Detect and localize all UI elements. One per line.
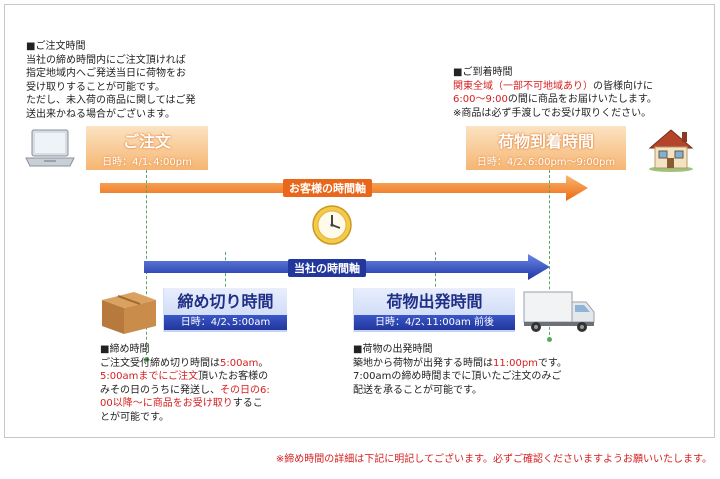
dispatch-box-time: 日時：4/2､11:00am 前後 <box>354 315 515 330</box>
order-note-line: 指定地域内へご発送当日に荷物をお <box>26 68 186 79</box>
order-note-line: ■ご注文時間 <box>26 41 86 52</box>
cutoff-box: 締め切り時間 日時：4/2､5:00am <box>163 288 287 332</box>
order-note-line: ただし、未入荷の商品に関してはご発 <box>26 95 196 106</box>
arrival-box-title: 荷物到着時間 <box>497 132 594 151</box>
cutoff-text: ご注文受付締め切り時間は <box>100 357 220 369</box>
laptop-icon <box>25 129 75 167</box>
cutoff-condition-suffix: 頂いたお客様の <box>198 371 269 382</box>
order-box-title: ご注文 <box>122 132 171 151</box>
dispatch-box: 荷物出発時間 日時：4/2､11:00am 前後 <box>353 288 515 332</box>
arrival-note-line-1: 関東全域（一部不可地域あり）の皆様向けに <box>453 80 657 94</box>
arrival-region-text: 関東全域（一部不可地域あり） <box>453 80 593 92</box>
dispatch-note-line-3: 配送を承ることが可能です。 <box>353 384 482 396</box>
arrival-window-suffix: の間に商品をお届けいたします。 <box>507 94 657 105</box>
arrival-window-text: 6:00〜9:00 <box>453 94 508 105</box>
cutoff-time-text: 5:00am <box>220 357 259 369</box>
cutoff-box-title: 締め切り時間 <box>177 292 274 311</box>
arrival-note-line-3: ※商品は必ず手渡しでお受け取りください。 <box>453 107 652 119</box>
dispatch-note-heading: ■荷物の出発時間 <box>353 344 433 355</box>
cutoff-pickup-text-cont: 00以降〜に商品をお受け取り <box>100 398 233 409</box>
arrival-note-line-2: 6:00〜9:00の間に商品をお届けいたします。 <box>453 93 657 107</box>
cutoff-text-end: 。 <box>258 357 269 369</box>
order-note-line: 送出来かねる場合がございます。 <box>26 108 175 120</box>
arrival-region-suffix: の皆様向けに <box>593 80 653 92</box>
cutoff-pickup-suffix: するこ <box>232 398 263 409</box>
cutoff-note-line-3: みその日のうちに発送し、その日の6: <box>100 384 270 398</box>
house-icon <box>648 129 694 172</box>
order-note-line: 当社の締め時間内にご注文頂ければ <box>26 54 186 66</box>
order-note-line: 受け取りすることが可能です。 <box>26 81 165 93</box>
cutoff-note-heading: ■締め時間 <box>100 344 150 355</box>
cutoff-note-line-1: ご注文受付締め切り時間は5:00am。 <box>100 357 270 371</box>
guide-dot <box>547 337 552 342</box>
guide-line-arrival <box>549 170 550 340</box>
cutoff-pickup-text: その日の6: <box>220 384 270 396</box>
footnote: ※締め時間の詳細は下記に明記してございます。必ずご確認くださいますようお願いいた… <box>275 454 712 465</box>
arrival-note-heading: ■ご到着時間 <box>453 67 513 78</box>
arrival-box: 荷物到着時間 日時：4/2､6:00pm〜9:00pm <box>466 126 626 170</box>
order-box: ご注文 日時：4/1､4:00pm <box>86 126 208 170</box>
order-note: ■ご注文時間 当社の締め時間内にご注文頂ければ 指定地域内へご発送当日に荷物をお… <box>26 40 196 121</box>
dispatch-text-end: です。 <box>537 357 567 369</box>
cutoff-box-time: 日時：4/2､5:00am <box>164 315 287 330</box>
order-box-time: 日時：4/1､4:00pm <box>102 157 192 168</box>
dispatch-note-line-1: 築地から荷物が出発する時間は11:00pmです。 <box>353 357 567 371</box>
cutoff-condition-text: 5:00amまでにご注文 <box>100 371 199 382</box>
truck-icon <box>523 291 595 332</box>
cutoff-note: ■締め時間 ご注文受付締め切り時間は5:00am。 5:00amまでにご注文頂い… <box>100 343 270 424</box>
dispatch-note: ■荷物の出発時間 築地から荷物が出発する時間は11:00pmです。 7:00am… <box>353 343 567 397</box>
dispatch-note-line-2: 7:00amの締め時間までに頂いたご注文のみご <box>353 371 562 382</box>
cutoff-ship-text: みその日のうちに発送し、 <box>100 384 220 396</box>
guide-dot <box>144 357 149 362</box>
dispatch-text: 築地から荷物が出発する時間は <box>353 357 493 369</box>
cardboard-box-icon <box>102 292 156 334</box>
customer-axis-label: お客様の時間軸 <box>283 179 372 197</box>
arrival-note: ■ご到着時間 関東全域（一部不可地域あり）の皆様向けに 6:00〜9:00の間に… <box>453 66 657 120</box>
diagram-frame <box>4 4 715 438</box>
cutoff-note-line-2: 5:00amまでにご注文頂いたお客様の <box>100 370 270 384</box>
cutoff-note-line-4: 00以降〜に商品をお受け取りするこ <box>100 397 270 411</box>
company-axis-label: 当社の時間軸 <box>288 259 366 277</box>
arrival-box-time: 日時：4/2､6:00pm〜9:00pm <box>476 157 616 168</box>
cutoff-note-line-5: とが可能です。 <box>100 411 169 423</box>
dispatch-time-text: 11:00pm <box>493 357 538 369</box>
clock-icon <box>312 205 352 245</box>
dispatch-box-title: 荷物出発時間 <box>386 292 483 311</box>
